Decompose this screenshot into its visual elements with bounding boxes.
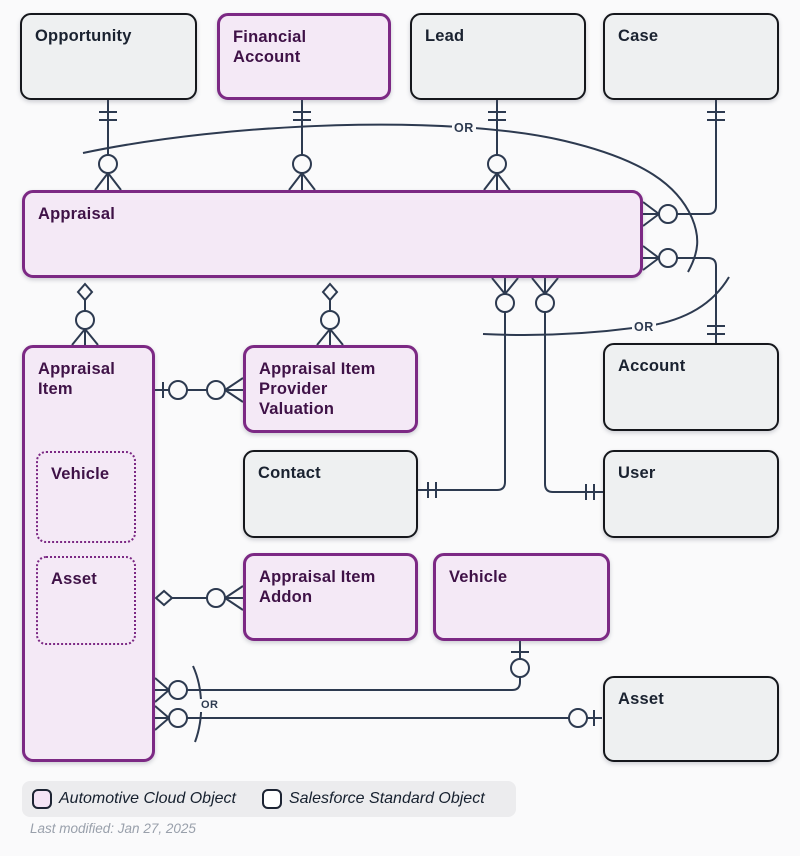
last-modified-text: Last modified: Jan 27, 2025 — [30, 821, 196, 836]
connector-lead-appraisal — [483, 100, 511, 191]
node-financial-account: Financial Account — [217, 13, 391, 100]
node-appraisal-item-asset: Asset — [36, 556, 136, 645]
salesforce-standard-swatch-icon — [261, 789, 282, 809]
node-opportunity: Opportunity — [20, 13, 197, 100]
node-appraisal: Appraisal — [22, 190, 643, 278]
node-lead: Lead — [410, 13, 586, 100]
or-arc-top — [82, 123, 699, 273]
legend-automotive-label: Automotive Cloud Object — [59, 790, 236, 807]
node-appraisal-item-provider-valuation: Appraisal Item Provider Valuation — [243, 345, 418, 433]
node-appraisal-item: Appraisal Item Vehicle Asset — [22, 345, 155, 762]
node-appraisal-item-addon: Appraisal Item Addon — [243, 553, 418, 641]
connector-financial-account-appraisal — [288, 100, 316, 191]
connector-opportunity-appraisal — [94, 100, 122, 191]
node-account: Account — [603, 343, 779, 431]
node-appraisal-item-vehicle-label: Vehicle — [51, 465, 110, 483]
node-case-label: Case — [618, 27, 659, 45]
node-appraisal-item-addon-label: Appraisal Item Addon — [259, 568, 376, 606]
or-arc-bottom-right — [482, 276, 730, 337]
node-user-label: User — [618, 464, 656, 482]
node-asset: Asset — [603, 676, 779, 762]
node-lead-label: Lead — [425, 27, 465, 45]
node-contact: Contact — [243, 450, 418, 538]
node-account-label: Account — [618, 357, 686, 375]
connector-appraisal-item-vehicle — [154, 641, 530, 703]
connector-case-appraisal — [642, 100, 725, 227]
legend-item-automotive: Automotive Cloud Object — [32, 789, 236, 809]
connector-appraisal-appraisal-item — [71, 282, 99, 346]
or-label-top: OR — [452, 121, 476, 136]
node-appraisal-item-asset-label: Asset — [51, 570, 97, 588]
connector-appraisal-account — [642, 245, 725, 343]
node-financial-account-label: Financial Account — [233, 28, 307, 66]
node-contact-label: Contact — [258, 464, 321, 482]
connector-appraisal-item-addon — [154, 585, 244, 611]
legend: Automotive Cloud Object Salesforce Stand… — [22, 781, 516, 817]
connector-appraisal-item-provider-valuation — [155, 377, 244, 403]
node-opportunity-label: Opportunity — [35, 27, 132, 45]
legend-standard-label: Salesforce Standard Object — [288, 790, 485, 807]
node-user: User — [603, 450, 779, 538]
node-case: Case — [603, 13, 779, 100]
connector-appraisal-user — [531, 277, 603, 500]
connector-appraisal-contact — [418, 277, 519, 498]
node-asset-label: Asset — [618, 690, 664, 708]
node-appraisal-item-label: Appraisal Item — [38, 360, 115, 398]
node-vehicle-label: Vehicle — [449, 568, 508, 586]
connector-appraisal-item-asset — [154, 705, 602, 731]
node-vehicle: Vehicle — [433, 553, 610, 641]
connector-appraisal-provider-valuation — [316, 282, 344, 346]
legend-item-standard: Salesforce Standard Object — [261, 789, 485, 809]
node-appraisal-item-provider-valuation-label: Appraisal Item Provider Valuation — [259, 360, 376, 418]
node-appraisal-label: Appraisal — [38, 205, 115, 223]
node-appraisal-item-vehicle: Vehicle — [36, 451, 136, 543]
or-label-right: OR — [632, 320, 656, 335]
or-label-bottom-left: OR — [199, 699, 221, 712]
automotive-cloud-swatch-icon — [32, 789, 52, 809]
